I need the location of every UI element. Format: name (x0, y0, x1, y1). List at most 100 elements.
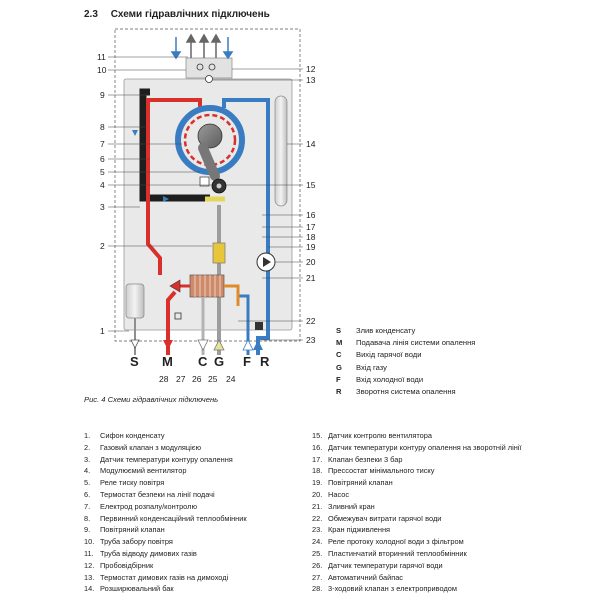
list-item: 28.3-ходовий клапан з електроприводом (312, 584, 457, 594)
air-intake-arrows (170, 37, 234, 60)
list-item: 13.Термостат димових газів на димоході (84, 572, 229, 582)
parts-list-left: 1.Сифон конденсату 2.Газовий клапан з мо… (84, 430, 247, 595)
flue-screw-icon (208, 63, 216, 71)
list-item: 23.Кран підживлення (312, 525, 391, 535)
callout-number: 16 (306, 210, 316, 220)
callout-number: 2 (100, 241, 105, 251)
list-item: 11.Труба відводу димових газів (84, 548, 197, 558)
list-item: 3.Датчик температури контуру опалення (84, 454, 233, 464)
callout-number: 12 (306, 64, 316, 74)
port-letter: M (162, 354, 173, 369)
list-item: 16.Датчик температури контуру опалення н… (312, 442, 522, 452)
list-item: 10.Труба забору повітря (84, 537, 173, 547)
burner-ring (183, 113, 237, 167)
section-heading: 2.3 Схеми гідравлічних підключень (84, 9, 270, 20)
fan-hub-icon (216, 183, 222, 189)
list-item: 7.Електрод розпалу/контролю (84, 501, 197, 511)
list-item: 14.Розширювальний бак (84, 584, 174, 594)
callout-number: 6 (100, 154, 105, 164)
port-number: 26 (192, 374, 202, 384)
left-callouts: 11 10 9 8 7 6 5 4 3 2 1 (97, 52, 107, 336)
callout-number: 11 (97, 52, 106, 62)
callout-number: 17 (306, 222, 316, 232)
list-item: 2.Газовий клапан з модуляцією (84, 442, 202, 452)
port-arrows (130, 339, 263, 351)
list-item: 1.Сифон конденсату (84, 431, 165, 440)
section-title: Схеми гідравлічних підключень (110, 9, 270, 20)
plate-lines (194, 275, 221, 297)
callout-number: 5 (100, 167, 105, 177)
port-letter: R (260, 354, 270, 369)
burner-core (197, 123, 223, 149)
bypass-icon (174, 312, 182, 320)
callout-number: 21 (306, 273, 316, 283)
section-number: 2.3 (84, 9, 98, 20)
port-letter: C (198, 354, 208, 369)
callout-number: 20 (306, 257, 316, 267)
flue-thermostat-icon (205, 75, 213, 83)
burner-duct (198, 143, 220, 181)
list-item: 5.Реле тиску повітря (84, 478, 165, 488)
callout-number: 22 (306, 316, 316, 326)
left-leader-lines (108, 56, 212, 332)
air-intake-duct (139, 88, 210, 202)
pressure-switch-icon (199, 176, 210, 187)
list-item: 27.Автоматичний байпас (312, 572, 403, 582)
list-item: 8.Первинний конденсаційний теплообмінник (84, 513, 247, 523)
callout-number: 13 (306, 75, 316, 85)
parts-list-right: 15.Датчик контролю вентилятора 16.Датчик… (312, 430, 522, 595)
flow-pipe-outlet (166, 290, 177, 355)
list-item: 4.Модулюємий вентилятор (84, 466, 187, 476)
list-item: 17.Клапан безпеки 3 бар (312, 454, 403, 464)
figure-caption: Рис. 4 Схеми гідравлічних підключень (84, 395, 219, 404)
fill-valve-icon (255, 322, 263, 330)
condensate-siphon (125, 283, 145, 319)
port-letter: S (130, 354, 139, 369)
port-letter: G (214, 354, 224, 369)
list-item: 24.Реле протоку холодної води з фільтром (312, 537, 464, 547)
right-leader-lines (213, 68, 303, 341)
port-number: 24 (226, 374, 236, 384)
callout-number: 1 (100, 326, 105, 336)
air-direction-arrow (132, 130, 138, 136)
flue-gas-arrows (185, 33, 222, 58)
flue-screw-icon (196, 63, 204, 71)
callout-number: 8 (100, 122, 105, 132)
port-number: 25 (208, 374, 218, 384)
list-item: 25.Пластинчатий вторинний теплообмінник (312, 548, 467, 558)
gas-valve-icon (212, 242, 226, 264)
list-item: 12.Пробовідбірник (84, 560, 154, 570)
port-number: 28 (159, 374, 169, 384)
callout-number: 19 (306, 242, 316, 252)
callout-number: 3 (100, 202, 105, 212)
callout-number: 7 (100, 139, 105, 149)
list-item: 26.Датчик температури гарячої води (312, 560, 443, 570)
callout-number: 15 (306, 180, 316, 190)
callout-number: 4 (100, 180, 105, 190)
list-item: 18.Прессостат мінімального тиску (312, 466, 435, 476)
list-item: 22.Обмежувач витрати гарячої води (312, 513, 442, 523)
cold-water-pipe (238, 294, 250, 355)
list-item: 20.Насос (312, 489, 350, 499)
callout-number: 18 (306, 232, 316, 242)
pump-arrow-icon (263, 257, 271, 267)
three-way-valve-icon (169, 279, 181, 293)
list-item: 15.Датчик контролю вентилятора (312, 431, 432, 440)
list-item: 19.Повітряний клапан (312, 478, 393, 488)
expansion-tank (274, 95, 288, 207)
port-letter: F (243, 354, 251, 369)
list-item: 6.Термостат безпеки на лінії подачі (84, 489, 215, 499)
hydraulic-diagram: S M C G F R 28 27 26 25 24 11 10 9 8 7 6… (97, 28, 316, 384)
list-item: 21.Зливний кран (312, 501, 375, 511)
callout-number: 23 (306, 335, 316, 345)
port-number: 27 (176, 374, 186, 384)
callout-number: 10 (97, 65, 107, 75)
dhw-link-pipe (224, 284, 240, 306)
